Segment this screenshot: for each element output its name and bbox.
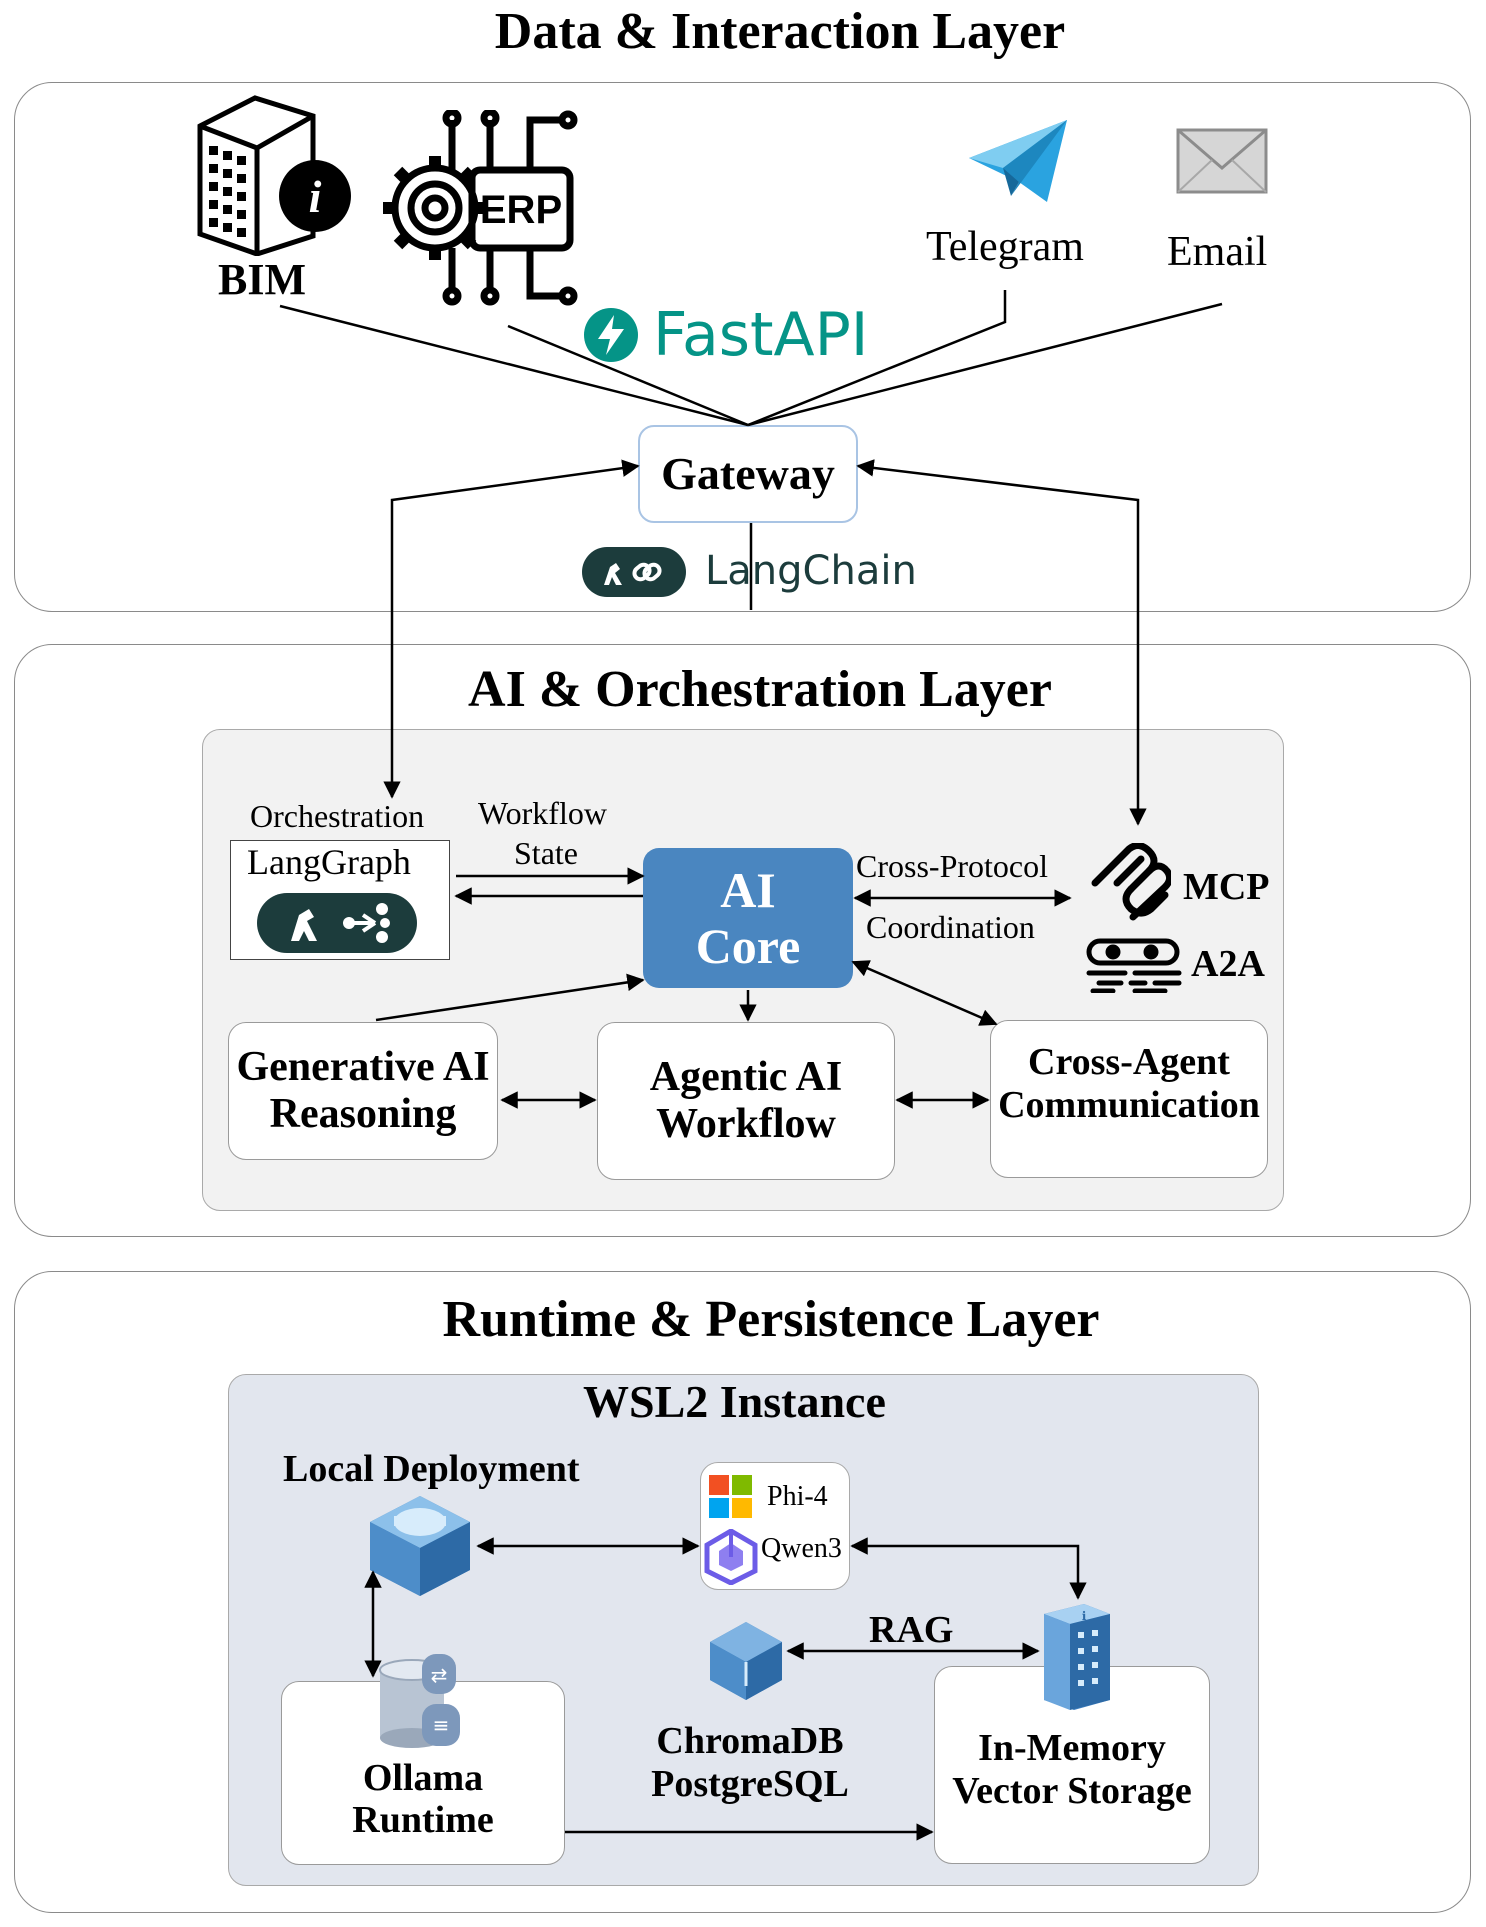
agentic-ai-box[interactable]: Agentic AI Workflow [597,1022,895,1180]
data-layer-title: Data & Interaction Layer [494,3,1066,60]
chromadb-label-2: PostgreSQL [651,1763,849,1805]
chromadb-cube-icon [710,1622,782,1700]
ai-core-label-2: Core [695,918,801,974]
langchain-icon [582,547,686,597]
svg-text:⇄: ⇄ [431,1663,448,1687]
in-memory-label-1: In-Memory [978,1727,1166,1769]
chromadb-label-1: ChromaDB [656,1720,844,1763]
cross-agent-label-2: Communication [998,1083,1260,1126]
ai-core-box[interactable]: AI Core [643,848,853,988]
langgraph-box[interactable]: LangGraph [230,840,450,960]
generative-ai-label-1: Generative AI [236,1043,490,1090]
mcp-label: MCP [1183,866,1270,908]
workflow-state-label-1: Workflow [478,795,607,831]
local-deployment-label: Local Deployment [283,1448,580,1490]
agentic-ai-label-2: Workflow [656,1101,836,1147]
a2a-label: A2A [1191,943,1265,985]
cross-agent-label-1: Cross-Agent [1028,1041,1230,1083]
rag-label: RAG [869,1609,954,1651]
database-icon: ⇄ ≡ [379,1654,460,1748]
model-box[interactable]: Phi-4 Qwen3 [700,1462,850,1590]
building-info-icon: i [197,95,351,256]
server-storage-icon: ℹ [1044,1604,1110,1710]
workflow-state-label-2: State [514,835,578,871]
generative-ai-label-2: Reasoning [269,1091,457,1137]
phi-label: Phi-4 [767,1481,828,1512]
gateway-label: Gateway [661,448,835,500]
mcp-icon [1091,843,1171,921]
email-label: Email [1167,229,1268,275]
a2a-icon [1086,938,1182,993]
telegram-icon [969,120,1067,202]
fastapi-label: FastAPI [653,300,869,370]
generative-ai-box[interactable]: Generative AI Reasoning [228,1022,498,1160]
langchain-label: LangChain [705,548,917,594]
svg-text:ℹ: ℹ [1082,1609,1087,1623]
svg-text:≡: ≡ [433,1713,450,1737]
cross-protocol-label: Cross-Protocol [856,848,1048,884]
erp-gear-icon: ERP [383,110,578,306]
coordination-label: Coordination [866,909,1035,945]
in-memory-label-2: Vector Storage [952,1769,1192,1812]
wsl2-title: WSL2 Instance [583,1376,886,1427]
runtime-layer-title: Runtime & Persistence Layer [442,1291,1100,1348]
ai-core-label-1: AI [720,862,776,918]
telegram-label: Telegram [926,224,1084,270]
langgraph-label: LangGraph [247,842,411,882]
orchestration-label: Orchestration [250,798,425,834]
langgraph-icon [257,893,417,953]
qwen-icon [704,1529,758,1585]
qwen-label: Qwen3 [761,1533,842,1564]
bim-label: BIM [218,255,306,304]
fastapi-bolt-icon [584,308,638,362]
svg-text:i: i [309,171,322,222]
agentic-ai-label-1: Agentic AI [649,1053,843,1100]
ai-layer-title: AI & Orchestration Layer [468,661,1052,718]
svg-text:ERP: ERP [480,188,562,232]
gateway-box[interactable]: Gateway [638,425,858,523]
deployment-cube-icon [370,1496,470,1596]
ollama-runtime-label-2: Runtime [352,1799,494,1842]
ollama-runtime-label-1: Ollama [362,1756,484,1799]
chromadb-label-box: ChromaDB PostgreSQL [630,1718,870,1808]
email-icon [1176,128,1268,194]
cross-agent-box[interactable]: Cross-Agent Communication [990,1020,1268,1178]
microsoft-icon [709,1475,752,1518]
